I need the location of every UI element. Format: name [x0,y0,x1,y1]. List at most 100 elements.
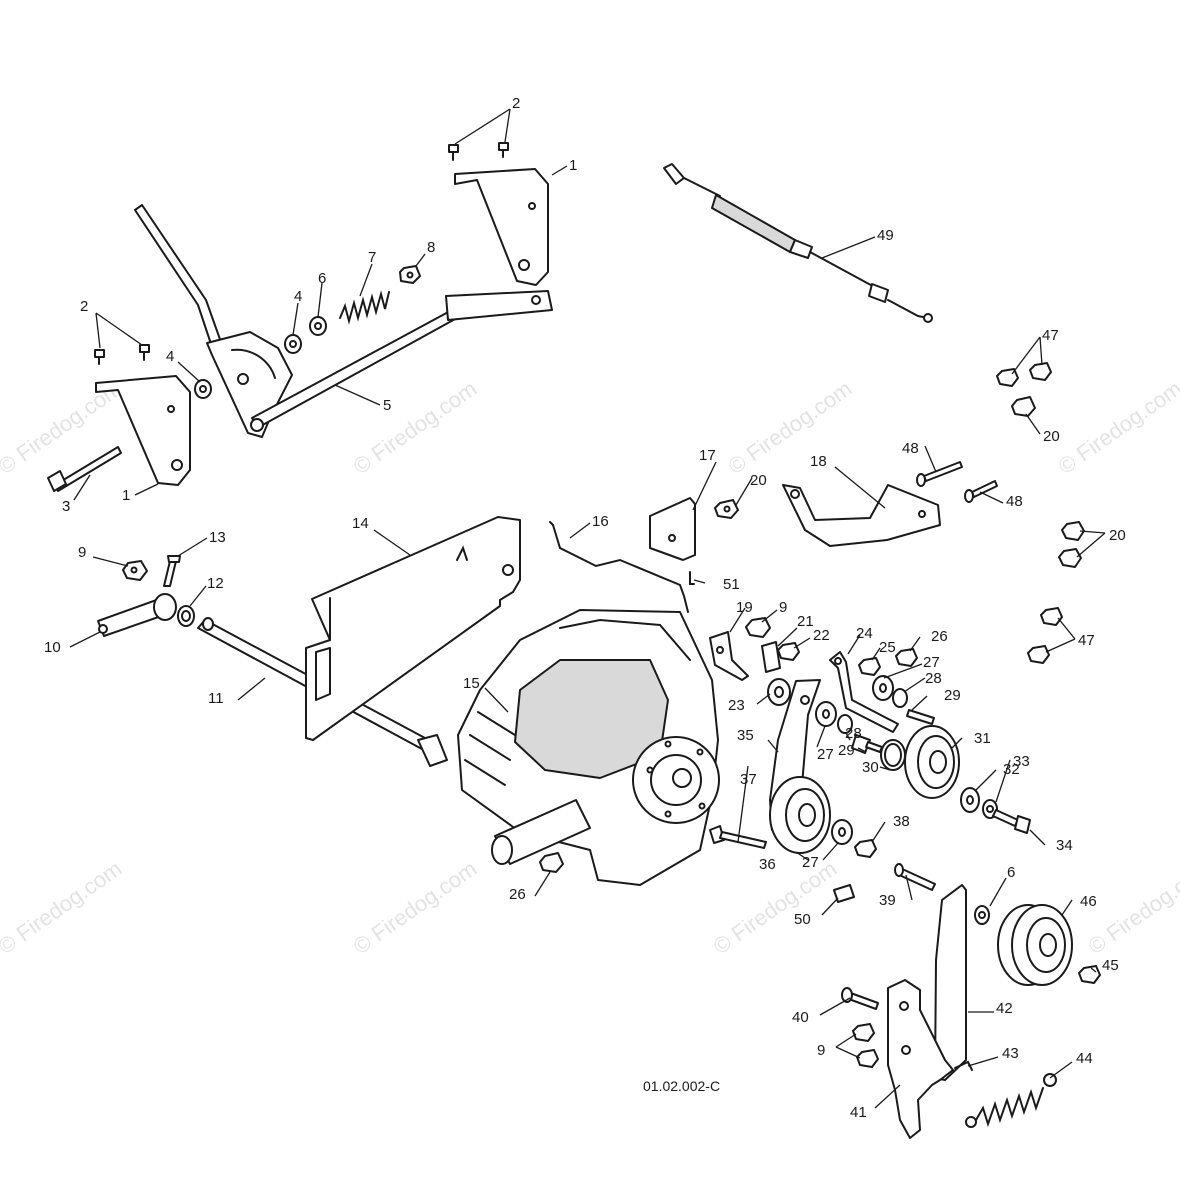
part-washers-32-33 [960,787,998,819]
part-bolts-2 [94,142,509,365]
part-spring-44 [965,1073,1057,1128]
part-nut-38 [854,839,877,858]
callout-label: 47 [1042,327,1059,344]
callout-label: 20 [1109,527,1126,544]
part-bracket-1-right [454,168,549,286]
part-nut-26-lower [539,852,564,873]
callout-label: 1 [122,487,130,504]
part-transaxle-15 [457,609,720,886]
reference-code: 01.02.002-C [643,1078,720,1094]
callout-label: 20 [1043,428,1060,445]
callout-label: 30 [862,759,879,776]
callout-label: 23 [728,697,745,714]
parts-layer [47,142,1101,1139]
callout-label: 45 [1102,957,1119,974]
part-ring-30 [880,739,906,771]
part-nut-20-b [1011,396,1036,417]
callout-label: 6 [1007,864,1015,881]
callout-label: 49 [877,227,894,244]
part-nut-8 [399,265,421,284]
callout-label: 9 [779,599,787,616]
callout-label: 27 [802,854,819,871]
watermark: © Firedog.com [724,376,857,479]
part-bolt-13 [163,555,181,587]
part-bracket-42 [934,884,967,1081]
part-bracket-19 [709,631,749,681]
callout-label: 17 [699,447,716,464]
part-bolt-34 [992,809,1031,834]
part-nut-25 [858,657,881,676]
callout-label: 32 [1003,761,1020,778]
callout-label: 8 [427,239,435,256]
callout-label: 2 [80,298,88,315]
callout-label: 51 [723,576,740,593]
watermark: © Firedog.com [349,856,482,959]
callout-label: 27 [923,654,940,671]
part-bolts-29 [851,709,935,754]
callout-label: 4 [294,288,302,305]
callout-label: 31 [974,730,991,747]
callout-label: 20 [750,472,767,489]
callout-label: 29 [838,742,855,759]
callout-label: 25 [879,639,896,656]
part-washers-4 [194,334,302,399]
part-pin-51 [689,571,695,585]
callout-label: 41 [850,1104,867,1121]
part-nut-22 [777,642,800,661]
callout-label: 46 [1080,893,1097,910]
callout-label: 9 [78,544,86,561]
callout-label: 3 [62,498,70,515]
watermark: © Firedog.com [349,376,482,479]
part-washers-27 [815,675,894,845]
part-bolt-3 [47,446,122,492]
part-pulley-46 [997,904,1073,986]
callout-label: 9 [817,1042,825,1059]
callout-label: 12 [207,575,224,592]
part-bracket-18 [782,484,941,547]
callout-label: 24 [856,625,873,642]
watermark: © Firedog.com [1084,856,1180,959]
callout-label: 44 [1076,1050,1093,1067]
callout-label: 18 [810,453,827,470]
part-pulley-36 [769,776,831,854]
callout-label: 21 [797,613,814,630]
callout-label: 1 [569,157,577,174]
part-nuts-20-c [1058,521,1085,568]
callout-label: 2 [512,95,520,112]
callout-label: 6 [318,270,326,287]
callout-label: 48 [902,440,919,457]
part-nuts-47-upper [996,362,1052,387]
callout-label: 42 [996,1000,1013,1017]
part-washer-6-lower [974,905,990,925]
leader-lines [69,108,1106,1109]
callout-label: 27 [817,746,834,763]
part-nut-9-middle [745,617,771,638]
callout-label: 7 [368,249,376,266]
part-nuts-47-lower [1027,607,1063,664]
callout-label: 48 [1006,493,1023,510]
part-clip-43 [954,1060,973,1071]
part-bolt-39 [894,863,936,891]
part-rod-16 [549,521,689,613]
callout-label: 40 [792,1009,809,1026]
callout-label: 11 [208,690,224,707]
part-washer-6 [309,316,327,336]
callout-label: 36 [759,856,776,873]
part-nuts-9-lower [852,1023,879,1068]
part-clip-21 [761,641,781,673]
part-pulley-31 [904,725,960,799]
callout-label: 28 [925,670,942,687]
callout-label: 19 [736,599,753,616]
part-bracket-41 [887,979,954,1139]
part-bracket-17 [649,497,696,561]
part-nut-9-upper [122,560,148,581]
part-spacer-23 [767,678,791,706]
callout-label: 16 [592,513,609,530]
part-nut-26-upper [895,648,918,667]
callout-label: 26 [509,886,526,903]
callout-label: 47 [1078,632,1095,649]
part-plate-14 [305,516,521,741]
part-spacers-28 [837,688,908,734]
callout-label: 39 [879,892,896,909]
